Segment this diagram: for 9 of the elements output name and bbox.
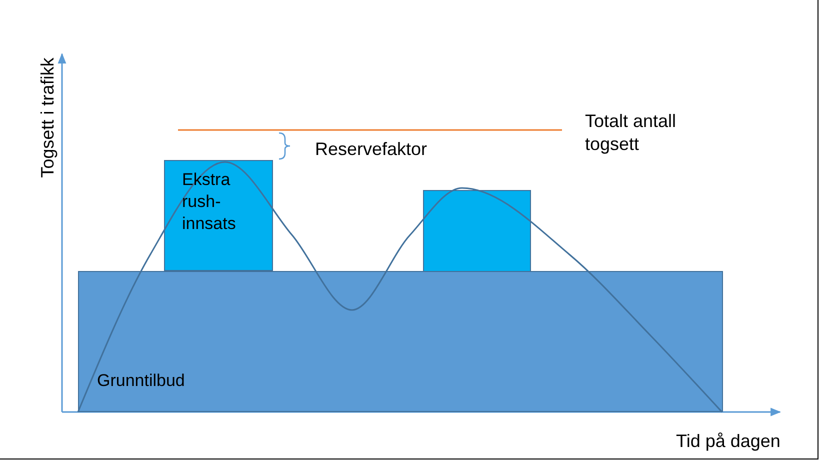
- rush-box: [423, 190, 531, 272]
- axis-title: Tid på dagen: [676, 430, 780, 453]
- box-label: Ekstra rush-innsats: [182, 169, 237, 236]
- axis-title: Togsett i trafikk: [36, 56, 58, 180]
- note-label: Reservefaktor: [315, 138, 428, 161]
- rush-box: [164, 160, 273, 271]
- note-label: Totalt antall togsett: [585, 110, 678, 156]
- box-label: Grunntilbud: [97, 370, 185, 392]
- base-band: [78, 271, 723, 412]
